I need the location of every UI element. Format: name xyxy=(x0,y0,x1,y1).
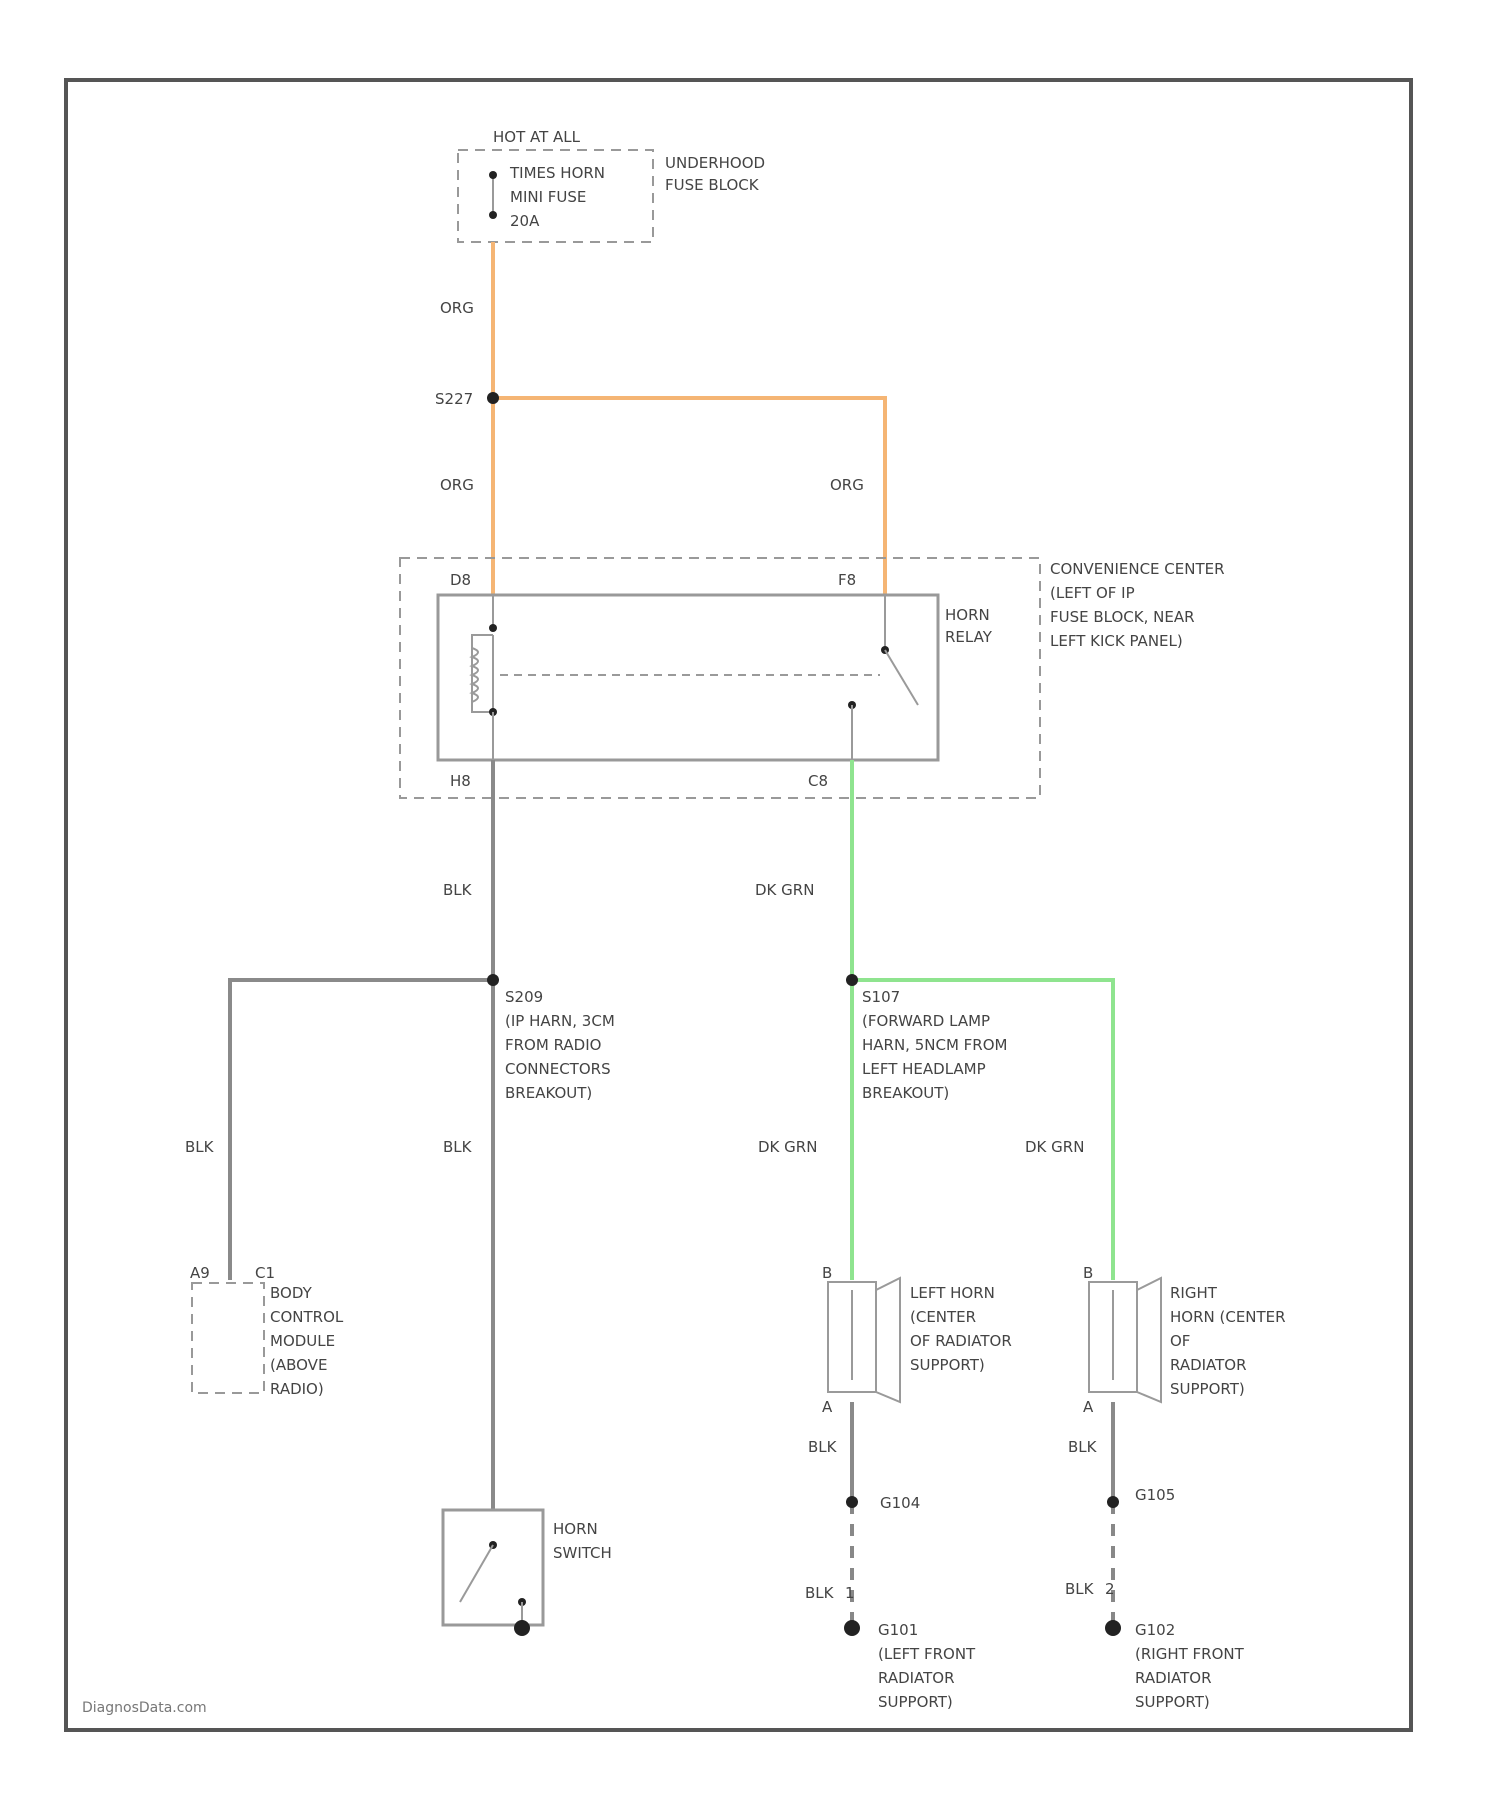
right-horn-label-1: RIGHT xyxy=(1170,1284,1218,1302)
fuse-block-label-1: UNDERHOOD xyxy=(665,154,765,172)
org-right-label: ORG xyxy=(830,476,864,494)
relay-contact-arm xyxy=(885,650,918,705)
left-ground-4: SUPPORT) xyxy=(878,1693,953,1711)
convenience-center-2: (LEFT OF IP xyxy=(1050,584,1135,602)
right-horn-bell xyxy=(1137,1278,1161,1402)
splice-s107-3: HARN, 5NCM FROM xyxy=(862,1036,1007,1054)
relay-pin-d8: D8 xyxy=(450,571,471,589)
right-ground-conn-node xyxy=(1107,1496,1119,1508)
blk-wire-s209-to-bcm xyxy=(230,980,493,1280)
fuse-block-label-2: FUSE BLOCK xyxy=(665,176,760,194)
blk-left-label: BLK xyxy=(185,1138,215,1156)
blk-rh-ground-label: BLK xyxy=(1065,1580,1095,1598)
splice-s209-3: FROM RADIO xyxy=(505,1036,601,1054)
fuse-terminal-top xyxy=(489,171,497,179)
horn-switch-label-1: HORN xyxy=(553,1520,598,1538)
bcm-box xyxy=(192,1283,264,1393)
right-horn-label-3: OF xyxy=(1170,1332,1190,1350)
fuse-hot-label: HOT AT ALL xyxy=(493,128,581,146)
org-left-label: ORG xyxy=(440,476,474,494)
left-horn-pin-b: B xyxy=(822,1264,832,1282)
left-ground-node xyxy=(844,1620,860,1636)
blk-lh-horn-label: BLK xyxy=(808,1438,838,1456)
horn-relay-box xyxy=(438,595,938,760)
fuse-terminal-bottom xyxy=(489,211,497,219)
right-ground-2: (RIGHT FRONT xyxy=(1135,1645,1245,1663)
left-ground-pin-label: 1 xyxy=(845,1584,855,1602)
horn-switch-arm xyxy=(460,1545,493,1602)
splice-s209-2: (IP HARN, 3CM xyxy=(505,1012,615,1030)
bcm-label-4: (ABOVE xyxy=(270,1356,327,1374)
convenience-center-1: CONVENIENCE CENTER xyxy=(1050,560,1225,578)
relay-pin-c8: C8 xyxy=(808,772,828,790)
fuse-line-3: 20A xyxy=(510,212,540,230)
left-horn-label-3: OF RADIATOR xyxy=(910,1332,1012,1350)
blk-lh-ground-label: BLK xyxy=(805,1584,835,1602)
bcm-label-1: BODY xyxy=(270,1284,313,1302)
relay-coil-terminal-top xyxy=(489,624,497,632)
splice-s209-5: BREAKOUT) xyxy=(505,1084,592,1102)
left-horn-label-1: LEFT HORN xyxy=(910,1284,995,1302)
left-ground-3: RADIATOR xyxy=(878,1669,955,1687)
horn-switch-ground xyxy=(514,1620,530,1636)
fuse-line-1: TIMES HORN xyxy=(509,164,605,182)
splice-s107-2: (FORWARD LAMP xyxy=(862,1012,990,1030)
bcm-pin-a9: A9 xyxy=(190,1264,210,1282)
right-horn-pin-a: A xyxy=(1083,1398,1094,1416)
diagram-frame xyxy=(66,80,1411,1730)
left-ground-1: G101 xyxy=(878,1621,918,1639)
splice-s209-1: S209 xyxy=(505,988,543,1006)
right-ground-node xyxy=(1105,1620,1121,1636)
blk-center-label: BLK xyxy=(443,1138,473,1156)
right-horn-label-4: RADIATOR xyxy=(1170,1356,1247,1374)
bcm-label-5: RADIO) xyxy=(270,1380,324,1398)
blk-upper-label: BLK xyxy=(443,881,473,899)
left-horn-bell xyxy=(876,1278,900,1402)
left-ground-2: (LEFT FRONT xyxy=(878,1645,976,1663)
org-wire-right xyxy=(493,398,885,595)
convenience-center-4: LEFT KICK PANEL) xyxy=(1050,632,1183,650)
grn-left-label: DK GRN xyxy=(758,1138,817,1156)
splice-s107-node xyxy=(846,974,858,986)
bcm-pin-c1: C1 xyxy=(255,1264,275,1282)
right-horn-pin-b: B xyxy=(1083,1264,1093,1282)
grn-upper-label: DK GRN xyxy=(755,881,814,899)
splice-s227-node xyxy=(487,392,499,404)
horn-switch-box xyxy=(443,1510,543,1625)
relay-name-1: HORN xyxy=(945,606,990,624)
splice-s107-5: BREAKOUT) xyxy=(862,1084,949,1102)
right-ground-pin-label: 2 xyxy=(1105,1580,1115,1598)
convenience-center-3: FUSE BLOCK, NEAR xyxy=(1050,608,1195,626)
bcm-label-2: CONTROL xyxy=(270,1308,344,1326)
splice-s209-4: CONNECTORS xyxy=(505,1060,611,1078)
relay-pin-h8: H8 xyxy=(450,772,471,790)
right-horn-label-5: SUPPORT) xyxy=(1170,1380,1245,1398)
left-horn-pin-a: A xyxy=(822,1398,833,1416)
org-top-label: ORG xyxy=(440,299,474,317)
relay-coil-winding xyxy=(472,648,478,702)
left-horn-label-2: (CENTER xyxy=(910,1308,976,1326)
right-ground-conn-label: G105 xyxy=(1135,1486,1175,1504)
splice-s107-1: S107 xyxy=(862,988,900,1006)
fuse-line-2: MINI FUSE xyxy=(510,188,586,206)
horn-switch-label-2: SWITCH xyxy=(553,1544,612,1562)
left-ground-conn-label: G104 xyxy=(880,1494,920,1512)
right-ground-1: G102 xyxy=(1135,1621,1175,1639)
bcm-label-3: MODULE xyxy=(270,1332,335,1350)
grn-right-label: DK GRN xyxy=(1025,1138,1084,1156)
blk-rh-horn-label: BLK xyxy=(1068,1438,1098,1456)
splice-s209-node xyxy=(487,974,499,986)
left-ground-conn-node xyxy=(846,1496,858,1508)
right-ground-3: RADIATOR xyxy=(1135,1669,1212,1687)
splice-s227-label: S227 xyxy=(435,390,473,408)
relay-name-2: RELAY xyxy=(945,628,993,646)
right-horn-label-2: HORN (CENTER xyxy=(1170,1308,1286,1326)
left-horn-label-4: SUPPORT) xyxy=(910,1356,985,1374)
watermark: DiagnosData.com xyxy=(82,1700,207,1716)
right-ground-4: SUPPORT) xyxy=(1135,1693,1210,1711)
relay-pin-f8: F8 xyxy=(838,571,856,589)
splice-s107-4: LEFT HEADLAMP xyxy=(862,1060,986,1078)
